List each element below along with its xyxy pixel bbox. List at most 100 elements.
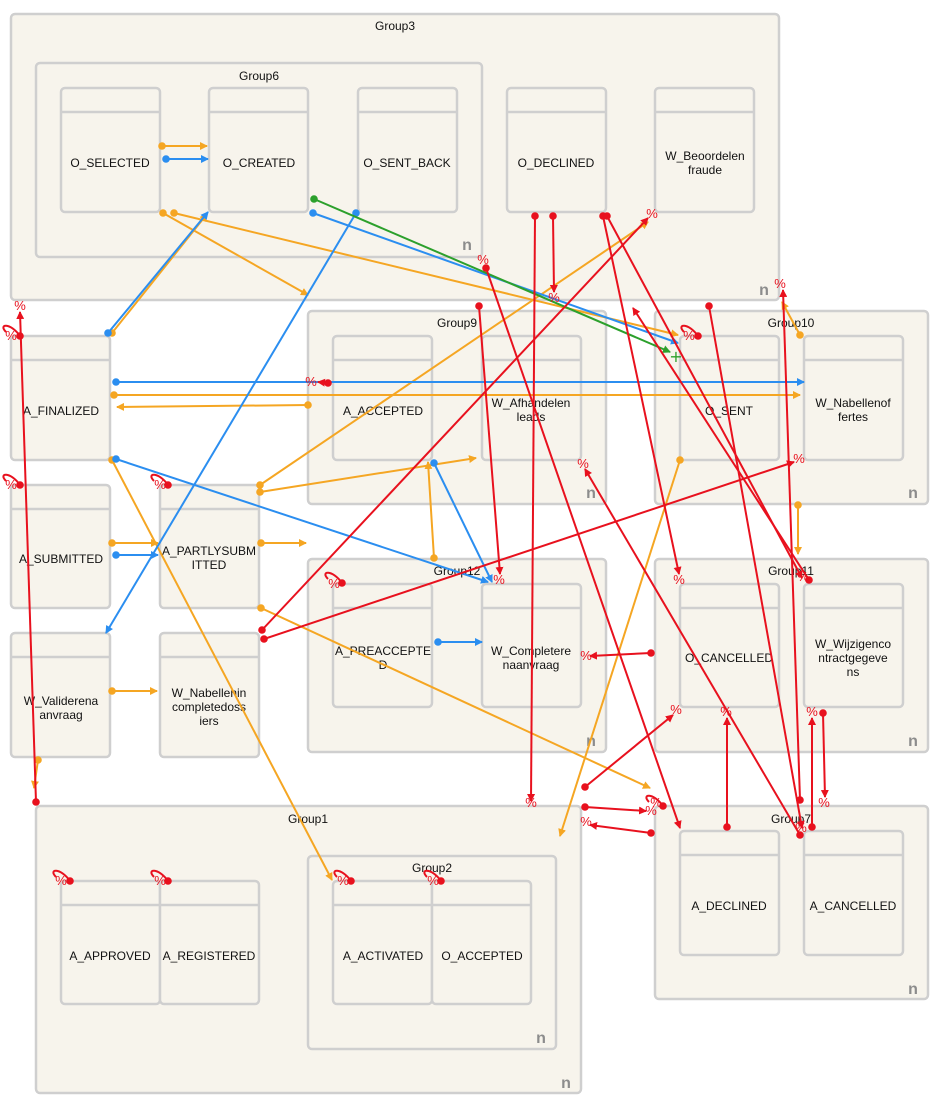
- state-a-approved-label: A_APPROVED: [69, 949, 151, 963]
- edge-start-dot: [162, 155, 170, 163]
- self-loop-edge: [324, 571, 343, 584]
- edge-start-dot: [794, 501, 802, 509]
- self-loop-dot: [164, 877, 172, 885]
- state-o-selected[interactable]: O_SELECTED: [59, 86, 162, 214]
- transition-edge: [105, 212, 357, 634]
- edge-start-dot: [257, 539, 265, 547]
- transition-edge: [602, 215, 682, 575]
- percent-marker: %: [55, 873, 67, 888]
- edge-start-dot: [647, 649, 655, 657]
- edge-start-dot: [705, 302, 713, 310]
- state-o-cancelled[interactable]: O_CANCELLED: [678, 582, 781, 709]
- self-loop-dot: [164, 481, 172, 489]
- transition-edge: [115, 458, 489, 584]
- state-a-submitted-label: A_SUBMITTED: [19, 552, 103, 566]
- transition-edge: [589, 821, 652, 834]
- edge-start-dot: [647, 829, 655, 837]
- edge-start-dot: [796, 796, 804, 804]
- percent-marker: %: [5, 477, 17, 492]
- edge-start-dot: [808, 823, 816, 831]
- edge-start-dot: [32, 798, 40, 806]
- state-a-activated[interactable]: A_ACTIVATED: [331, 879, 434, 1006]
- state-a-registered[interactable]: A_REGISTERED: [158, 879, 261, 1006]
- transition-edge: [16, 311, 37, 803]
- group11-label: Group11: [768, 564, 814, 578]
- transition-edge: [549, 215, 558, 293]
- group2-label: Group2: [412, 861, 452, 875]
- edge-start-dot: [112, 378, 120, 386]
- percent-marker: %: [645, 803, 657, 818]
- edge-start-dot: [309, 209, 317, 217]
- transition-edge: [779, 289, 801, 801]
- self-loop-edge: [150, 473, 169, 486]
- self-loop-dot: [437, 877, 445, 885]
- group1-multiplicity: n: [561, 1075, 571, 1092]
- state-a-declined[interactable]: A_DECLINED: [678, 829, 781, 957]
- edge-start-dot: [352, 209, 360, 217]
- group9-multiplicity: n: [586, 485, 596, 502]
- group6-multiplicity: n: [462, 237, 472, 254]
- percent-marker: %: [650, 795, 662, 810]
- state-o-sent-back[interactable]: O_SENT_BACK: [356, 86, 459, 214]
- state-a-cancelled[interactable]: A_CANCELLED: [802, 829, 905, 957]
- edge-start-dot: [581, 783, 589, 791]
- self-loop-edge: [423, 869, 442, 882]
- transition-edge: [313, 198, 671, 353]
- state-o-created[interactable]: O_CREATED: [207, 86, 310, 214]
- state-o-sent[interactable]: O_SENT: [678, 334, 781, 462]
- percent-marker: %: [806, 704, 818, 719]
- transition-edge: [708, 305, 805, 829]
- transition-edge: [111, 459, 333, 881]
- edge-start-dot: [549, 212, 557, 220]
- percent-marker: %: [328, 576, 340, 591]
- transition-edge: [584, 468, 801, 836]
- edge-start-dot: [430, 554, 438, 562]
- edge-start-dot: [34, 756, 42, 764]
- state-a-approved[interactable]: A_APPROVED: [59, 879, 162, 1006]
- transition-edge: [820, 712, 829, 798]
- edge-start-dot: [108, 687, 116, 695]
- state-o-declined[interactable]: O_DECLINED: [505, 86, 608, 214]
- state-a-submitted[interactable]: A_SUBMITTED: [9, 483, 112, 610]
- state-o-accepted-label: O_ACCEPTED: [441, 949, 523, 963]
- edge-start-dot: [257, 604, 265, 612]
- state-a-activated-label: A_ACTIVATED: [343, 949, 424, 963]
- group11-multiplicity: n: [908, 733, 918, 750]
- edge-start-dot: [676, 456, 684, 464]
- state-a-accepted[interactable]: A_ACCEPTED: [331, 334, 434, 462]
- state-o-created-label: O_CREATED: [223, 156, 296, 170]
- edge-start-dot: [430, 459, 438, 467]
- percent-marker: %: [646, 206, 658, 221]
- edge-start-dot: [256, 481, 264, 489]
- percent-marker: %: [683, 328, 695, 343]
- percent-marker: %: [548, 290, 560, 305]
- group10-multiplicity: n: [908, 485, 918, 502]
- edges-layer: +: [2, 142, 829, 885]
- transition-edge: [424, 461, 435, 559]
- state-a-finalized[interactable]: A_FINALIZED: [9, 334, 112, 462]
- group9-label: Group9: [437, 316, 477, 330]
- percent-marker: %: [525, 795, 537, 810]
- percent-marker: %: [5, 328, 17, 343]
- percent-marker: %: [797, 569, 809, 584]
- state-o-accepted[interactable]: O_ACCEPTED: [430, 879, 533, 1006]
- transition-edge: [781, 301, 801, 336]
- percent-marker: %: [427, 873, 439, 888]
- transition-edge: [162, 212, 309, 296]
- state-o-sent-label: O_SENT: [705, 404, 754, 418]
- transition-edge: [433, 462, 493, 583]
- edge-start-dot: [112, 551, 120, 559]
- transition-edge: [478, 305, 504, 575]
